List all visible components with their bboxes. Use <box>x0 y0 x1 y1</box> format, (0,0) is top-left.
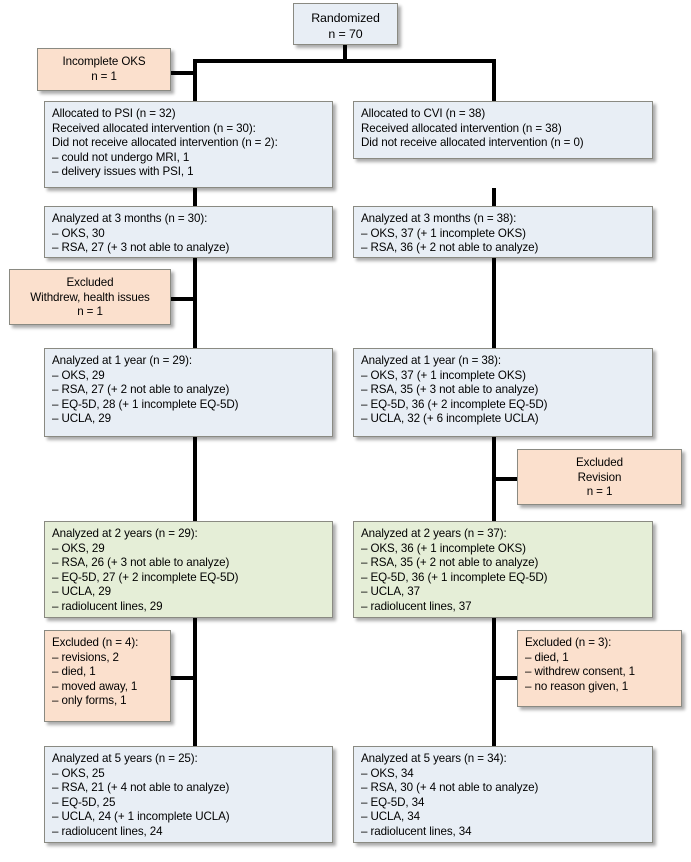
excluded-revision-line-2: Revision <box>577 470 622 484</box>
two-years-psi-line-5: – UCLA, 29 <box>52 585 111 599</box>
allocated-psi-line-3: Did not receive allocated intervention (… <box>52 136 278 150</box>
connector-excluded-right <box>492 676 517 680</box>
one-year-cvi-line-5: – UCLA, 32 (+ 6 incomplete UCLA) <box>361 412 539 426</box>
two-years-cvi-line-5: – UCLA, 37 <box>361 585 420 599</box>
box-excluded-cvi: Excluded (n = 3): – died, 1 – withdrew c… <box>517 630 682 707</box>
excluded-revision-line-3: n = 1 <box>586 485 613 499</box>
excluded-cvi-line-1: Excluded (n = 3): <box>525 636 612 649</box>
one-year-psi-line-2: – OKS, 29 <box>52 368 105 382</box>
box-incomplete-oks: Incomplete OKS n = 1 <box>37 48 171 91</box>
box-3-months-cvi: Analyzed at 3 months (n = 38): – OKS, 37… <box>353 206 653 258</box>
excluded-psi-line-1: Excluded (n = 4): <box>52 636 139 649</box>
one-year-psi-line-5: – UCLA, 29 <box>52 412 111 426</box>
box-excluded-psi: Excluded (n = 4): – revisions, 2 – died,… <box>44 630 171 722</box>
two-years-psi-line-3: – RSA, 26 (+ 3 not able to analyze) <box>52 556 230 570</box>
connector-right-2yr-to-5yr <box>492 618 496 746</box>
excluded-cvi-line-4: – no reason given, 1 <box>525 679 629 693</box>
two-years-cvi-line-1: Analyzed at 2 years (n = 37): <box>361 527 507 540</box>
excluded-revision-line-1: Excluded <box>576 456 623 469</box>
five-years-cvi-line-6: – radiolucent lines, 34 <box>361 824 472 838</box>
connector-right-split-drop <box>492 59 496 101</box>
box-excluded-withdrew: Excluded Withdrew, health issues n = 1 <box>9 269 171 325</box>
connector-left-2yr-to-5yr <box>193 618 197 746</box>
five-years-psi-line-3: – RSA, 21 (+ 4 not able to analyze) <box>52 781 230 795</box>
excluded-withdrew-line-2: Withdrew, health issues <box>30 290 150 304</box>
connector-left-split-drop <box>193 59 197 101</box>
incomplete-oks-line-2: n = 1 <box>91 69 117 83</box>
three-months-psi-line-3: – RSA, 27 (+ 3 not able to analyze) <box>52 241 230 255</box>
allocated-cvi-line-2: Received allocated intervention (n = 38) <box>361 121 562 135</box>
five-years-cvi-line-2: – OKS, 34 <box>361 766 414 780</box>
allocated-cvi-line-1: Allocated to CVI (n = 38) <box>361 107 486 120</box>
one-year-cvi-line-1: Analyzed at 1 year (n = 38): <box>361 354 501 367</box>
box-excluded-revision: Excluded Revision n = 1 <box>517 449 682 505</box>
two-years-cvi-line-2: – OKS, 36 (+ 1 incomplete OKS) <box>361 541 526 555</box>
connector-right-3mo-to-1yr <box>492 258 496 348</box>
five-years-psi-line-5: – UCLA, 24 (+ 1 incomplete UCLA) <box>52 810 230 824</box>
five-years-cvi-line-4: – EQ-5D, 34 <box>361 795 425 809</box>
five-years-psi-line-2: – OKS, 25 <box>52 766 105 780</box>
two-years-cvi-line-4: – EQ-5D, 36 (+ 1 incomplete EQ-5D) <box>361 570 548 584</box>
excluded-withdrew-line-1: Excluded <box>66 276 114 289</box>
five-years-cvi-line-5: – UCLA, 34 <box>361 810 420 824</box>
box-2-years-psi: Analyzed at 2 years (n = 29): – OKS, 29 … <box>44 521 333 618</box>
allocated-psi-line-4: – could not undergo MRI, 1 <box>52 150 190 164</box>
box-5-years-cvi: Analyzed at 5 years (n = 34): – OKS, 34 … <box>353 746 653 843</box>
two-years-psi-line-1: Analyzed at 2 years (n = 29): <box>52 527 198 540</box>
excluded-psi-line-3: – died, 1 <box>52 665 96 679</box>
box-1-year-psi: Analyzed at 1 year (n = 29): – OKS, 29 –… <box>44 348 333 437</box>
one-year-cvi-line-3: – RSA, 35 (+ 3 not able to analyze) <box>361 383 539 397</box>
box-randomized: Randomized n = 70 <box>293 3 398 45</box>
three-months-cvi-line-2: – OKS, 37 (+ 1 incomplete OKS) <box>361 226 526 240</box>
one-year-cvi-line-2: – OKS, 37 (+ 1 incomplete OKS) <box>361 368 526 382</box>
connector-left-3mo-to-1yr <box>193 258 197 348</box>
connector-randomized-stem <box>343 43 347 61</box>
allocated-psi-line-2: Received allocated intervention (n = 30)… <box>52 121 256 135</box>
one-year-psi-line-4: – EQ-5D, 28 (+ 1 incomplete EQ-5D) <box>52 397 239 411</box>
five-years-psi-line-1: Analyzed at 5 years (n = 25): <box>52 752 198 765</box>
excluded-psi-line-2: – revisions, 2 <box>52 650 119 664</box>
three-months-cvi-line-1: Analyzed at 3 months (n = 38): <box>361 212 517 225</box>
two-years-psi-line-6: – radiolucent lines, 29 <box>52 599 163 613</box>
excluded-withdrew-line-3: n = 1 <box>77 305 103 319</box>
excluded-psi-line-4: – moved away, 1 <box>52 679 138 693</box>
one-year-psi-line-1: Analyzed at 1 year (n = 29): <box>52 354 192 367</box>
excluded-psi-line-5: – only forms, 1 <box>52 694 127 708</box>
incomplete-oks-line-1: Incomplete OKS <box>62 55 146 68</box>
connector-excluded-withdrew <box>170 297 195 301</box>
five-years-cvi-line-3: – RSA, 30 (+ 4 not able to analyze) <box>361 781 539 795</box>
connector-excluded-left <box>170 676 195 680</box>
box-3-months-psi: Analyzed at 3 months (n = 30): – OKS, 30… <box>44 206 333 258</box>
excluded-cvi-line-2: – died, 1 <box>525 650 569 664</box>
two-years-psi-line-4: – EQ-5D, 27 (+ 2 incomplete EQ-5D) <box>52 570 239 584</box>
five-years-cvi-line-1: Analyzed at 5 years (n = 34): <box>361 752 507 765</box>
box-5-years-psi: Analyzed at 5 years (n = 25): – OKS, 25 … <box>44 746 333 843</box>
two-years-psi-line-2: – OKS, 29 <box>52 541 105 555</box>
two-years-cvi-line-3: – RSA, 35 (+ 2 not able to analyze) <box>361 556 539 570</box>
randomized-line-1: Randomized <box>311 11 380 25</box>
connector-right-alloc-to-3mo <box>492 188 496 206</box>
three-months-cvi-line-3: – RSA, 36 (+ 2 not able to analyze) <box>361 241 539 255</box>
box-2-years-cvi: Analyzed at 2 years (n = 37): – OKS, 36 … <box>353 521 653 618</box>
allocated-cvi-line-3: Did not receive allocated intervention (… <box>361 136 584 150</box>
allocated-psi-line-1: Allocated to PSI (n = 32) <box>52 107 176 120</box>
connector-split-horizontal <box>193 59 496 63</box>
three-months-psi-line-1: Analyzed at 3 months (n = 30): <box>52 212 208 225</box>
connector-left-alloc-to-3mo <box>193 188 197 206</box>
one-year-cvi-line-4: – EQ-5D, 36 (+ 2 incomplete EQ-5D) <box>361 397 548 411</box>
two-years-cvi-line-6: – radiolucent lines, 37 <box>361 599 472 613</box>
one-year-psi-line-3: – RSA, 27 (+ 2 not able to analyze) <box>52 383 230 397</box>
box-1-year-cvi: Analyzed at 1 year (n = 38): – OKS, 37 (… <box>353 348 653 437</box>
box-allocated-cvi: Allocated to CVI (n = 38) Received alloc… <box>353 101 653 159</box>
five-years-psi-line-4: – EQ-5D, 25 <box>52 795 116 809</box>
excluded-cvi-line-3: – withdrew consent, 1 <box>525 665 636 679</box>
randomized-line-2: n = 70 <box>328 27 363 41</box>
connector-excluded-revision <box>492 477 517 481</box>
connector-incomplete-oks <box>170 71 195 75</box>
three-months-psi-line-2: – OKS, 30 <box>52 226 105 240</box>
connector-left-1yr-to-2yr <box>193 437 197 521</box>
allocated-psi-line-5: – delivery issues with PSI, 1 <box>52 165 194 179</box>
box-allocated-psi: Allocated to PSI (n = 32) Received alloc… <box>44 101 333 188</box>
five-years-psi-line-6: – radiolucent lines, 24 <box>52 824 163 838</box>
